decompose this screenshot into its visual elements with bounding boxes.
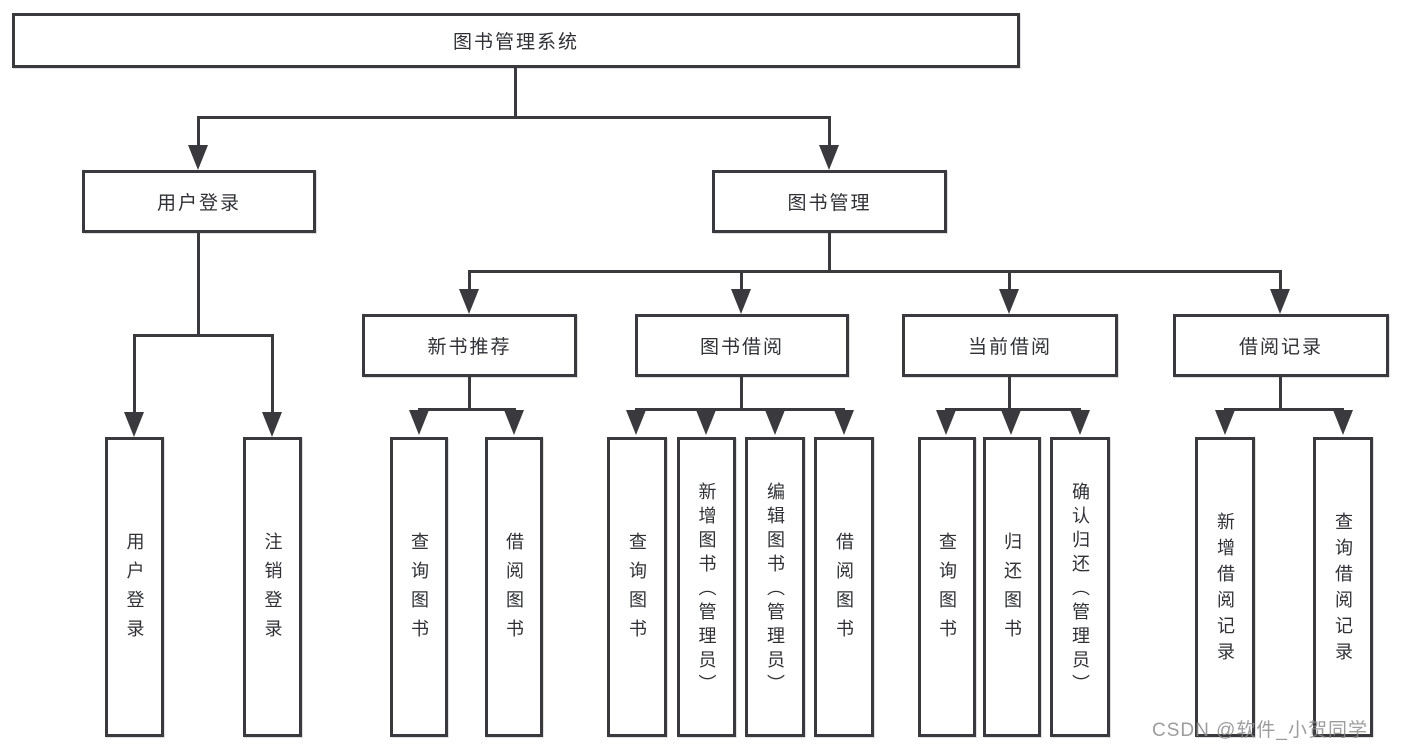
- leaf-label: 查询图书: [937, 532, 957, 648]
- leaf-label: 新增图书（管理员）: [696, 482, 717, 698]
- leaf-query-book-recommend: 查询图书: [390, 437, 448, 737]
- arrowhead-icon: [819, 145, 839, 170]
- leaf-add-borrow-record: 新增借阅记录: [1195, 437, 1255, 737]
- leaf-label: 借阅图书: [834, 532, 854, 648]
- leaf-label: 查询借阅记录: [1333, 512, 1353, 668]
- leaf-add-book-admin: 新增图书（管理员）: [677, 437, 736, 737]
- node-book-borrow: 图书借阅: [635, 314, 849, 377]
- node-label: 新书推荐: [427, 337, 512, 358]
- connector-line: [1008, 270, 1011, 290]
- arrowhead-icon: [1270, 289, 1290, 314]
- arrowhead-icon: [999, 289, 1019, 314]
- connector-line: [945, 408, 1081, 411]
- arrowhead-icon: [188, 145, 208, 170]
- leaf-label: 借阅图书: [504, 532, 524, 648]
- connector-line: [740, 377, 743, 410]
- leaf-borrow-book: 借阅图书: [814, 437, 874, 737]
- connector-line: [1279, 270, 1282, 290]
- node-label: 当前借阅: [967, 337, 1052, 358]
- connector-line: [1279, 377, 1282, 410]
- node-label: 用户登录: [156, 193, 241, 214]
- connector-line: [740, 270, 743, 290]
- arrowhead-icon: [124, 412, 144, 437]
- arrowhead-icon: [1001, 410, 1021, 435]
- arrowhead-icon: [626, 410, 646, 435]
- connector-line: [468, 377, 471, 410]
- node-current-borrow: 当前借阅: [902, 314, 1118, 377]
- arrowhead-icon: [504, 410, 524, 435]
- leaf-label: 归还图书: [1002, 532, 1022, 648]
- arrowhead-icon: [936, 410, 956, 435]
- arrowhead-icon: [731, 289, 751, 314]
- csdn-watermark: CSDN @软件_小贺同学: [1152, 720, 1368, 741]
- leaf-return-book: 归还图书: [983, 437, 1041, 737]
- leaf-user-login: 用户登录: [105, 437, 164, 737]
- connector-line: [197, 116, 200, 148]
- connector-line: [1224, 408, 1344, 411]
- leaf-query-borrow-record: 查询借阅记录: [1313, 437, 1373, 737]
- leaf-label: 编辑图书（管理员）: [765, 482, 785, 698]
- connector-line: [197, 233, 200, 337]
- connector-line: [271, 334, 274, 414]
- node-label: 图书借阅: [699, 337, 784, 358]
- leaf-query-book-borrow: 查询图书: [607, 437, 667, 737]
- arrowhead-icon: [262, 412, 282, 437]
- connector-line: [468, 270, 471, 290]
- leaf-edit-book-admin: 编辑图书（管理员）: [745, 437, 805, 737]
- connector-line: [468, 270, 1282, 273]
- connector-line: [133, 334, 136, 414]
- arrowhead-icon: [409, 410, 429, 435]
- arrowhead-icon: [1070, 410, 1090, 435]
- node-root-library-system: 图书管理系统: [12, 13, 1020, 68]
- node-label: 借阅记录: [1238, 337, 1323, 358]
- connector-line: [418, 408, 516, 411]
- connector-line: [635, 408, 845, 411]
- node-label: 图书管理系统: [452, 32, 579, 53]
- leaf-borrow-book-recommend: 借阅图书: [485, 437, 543, 737]
- arrowhead-icon: [834, 410, 854, 435]
- node-new-book-recommend: 新书推荐: [362, 314, 577, 377]
- leaf-label: 用户登录: [124, 532, 145, 648]
- node-label: 图书管理: [787, 193, 872, 214]
- leaf-logout: 注销登录: [243, 437, 302, 737]
- leaf-label: 查询图书: [409, 532, 429, 648]
- arrowhead-icon: [1215, 410, 1235, 435]
- connector-line: [828, 116, 831, 148]
- node-borrow-record: 借阅记录: [1173, 314, 1389, 377]
- leaf-query-current-borrow: 查询图书: [918, 437, 976, 737]
- node-book-management: 图书管理: [712, 170, 947, 233]
- node-user-login: 用户登录: [82, 170, 316, 233]
- arrowhead-icon: [459, 289, 479, 314]
- connector-line: [1008, 377, 1011, 410]
- leaf-label: 确认归还（管理员）: [1070, 482, 1090, 698]
- connector-line: [197, 116, 831, 119]
- leaf-confirm-return-admin: 确认归还（管理员）: [1050, 437, 1110, 737]
- arrowhead-icon: [765, 410, 785, 435]
- leaf-label: 新增借阅记录: [1215, 512, 1235, 668]
- connector-line: [828, 233, 831, 273]
- leaf-label: 查询图书: [627, 532, 647, 648]
- connector-line: [133, 334, 274, 337]
- connector-line: [514, 68, 517, 118]
- arrowhead-icon: [696, 410, 716, 435]
- leaf-label: 注销登录: [262, 532, 283, 648]
- arrowhead-icon: [1333, 410, 1353, 435]
